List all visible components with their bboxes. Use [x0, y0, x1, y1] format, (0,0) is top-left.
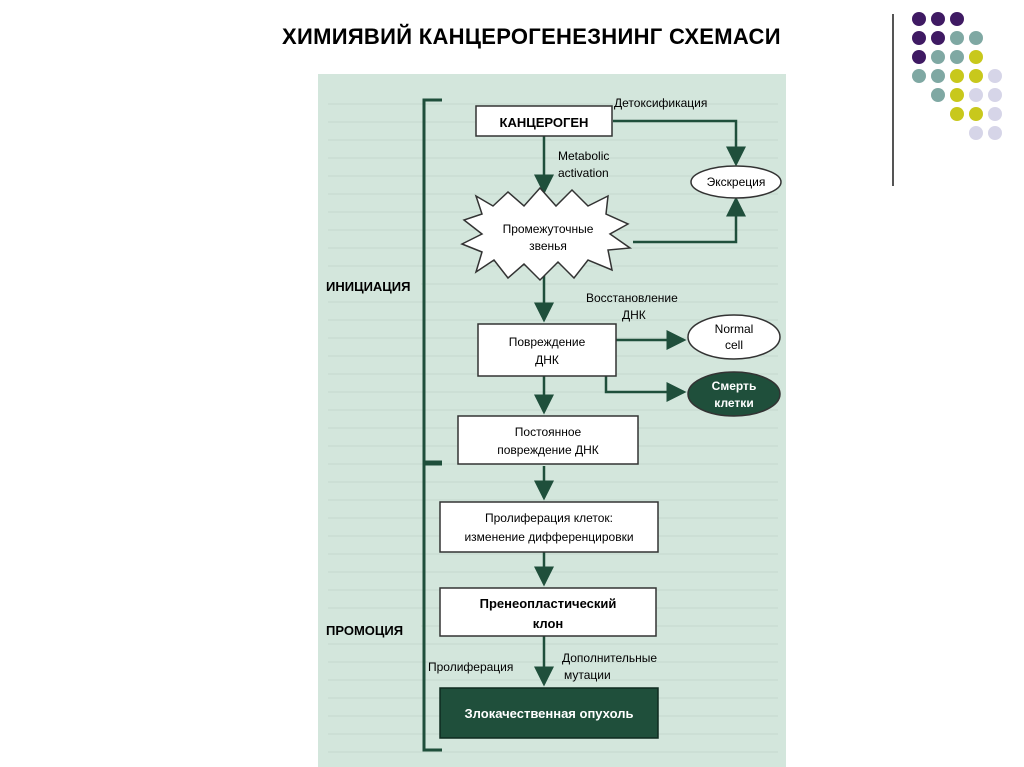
decor-dot: [950, 69, 964, 83]
decor-dot: [988, 126, 1002, 140]
decor-dot: [950, 31, 964, 45]
dna-damage-text-line1: Повреждение: [509, 335, 586, 349]
decor-dot: [969, 69, 983, 83]
arrow-detox-to-excretion: [613, 119, 746, 167]
metabolic-label-line1: Metabolic: [558, 149, 609, 163]
preneoplastic-box: [439, 587, 657, 637]
decor-dot: [969, 50, 983, 64]
malignant-box: [439, 687, 659, 739]
normal-cell-text-line2: cell: [725, 338, 743, 352]
decor-dot: [931, 69, 945, 83]
decor-dot: [912, 50, 926, 64]
decor-dot: [969, 126, 983, 140]
preneoplastic-text-line1: Пренеопластический: [480, 596, 617, 611]
additional-mutations-line2: мутации: [564, 668, 611, 682]
decor-dot: [988, 69, 1002, 83]
slide-title: ХИМИЯВИЙ КАНЦЕРОГЕНЕЗНИНГ СХЕМАСИ: [282, 24, 781, 49]
normal-cell-ellipse: [687, 314, 781, 360]
repair-label-line2: ДНК: [622, 308, 646, 322]
decor-dot: [969, 31, 983, 45]
carcinogen-text: КАНЦЕРОГЕН: [500, 115, 589, 130]
permanent-damage-box: [457, 415, 639, 465]
proliferation-text-line2: изменение дифференцировки: [464, 530, 633, 544]
decor-dot: [950, 12, 964, 26]
initiation-label-bg: [321, 274, 421, 296]
decor-dot: [931, 50, 945, 64]
decor-dot: [969, 107, 983, 121]
proliferation-text-line1: Пролиферация клеток:: [485, 511, 613, 525]
intermediate-starburst: [460, 186, 633, 282]
decor-dot: [931, 31, 945, 45]
intermediate-text-line2: звенья: [529, 239, 567, 253]
normal-cell-text-line1: Normal: [715, 322, 754, 336]
additional-mutations-line1: Дополнительные: [562, 651, 657, 665]
intermediate-text-line1: Промежуточные: [503, 222, 594, 236]
decor-dot: [912, 69, 926, 83]
excretion-ellipse: [690, 165, 782, 199]
decor-dot: [931, 88, 945, 102]
title-divider: [892, 14, 894, 186]
preneoplastic-text-line2: клон: [533, 616, 564, 631]
proliferation-box: [439, 501, 659, 553]
cell-death-text-line1: Смерть: [712, 379, 757, 393]
decor-dot: [950, 88, 964, 102]
decor-dot: [950, 107, 964, 121]
repair-label-line1: Восстановление: [586, 291, 678, 305]
permanent-damage-text-line1: Постоянное: [515, 425, 582, 439]
promotion-label: ПРОМОЦИЯ: [326, 623, 403, 638]
cell-death-text-line2: клетки: [714, 396, 753, 410]
decorative-dot-grid: [912, 12, 1012, 162]
metabolic-label-line2: activation: [558, 166, 609, 180]
promotion-label-bg: [321, 619, 421, 641]
malignant-text: Злокачественная опухоль: [465, 706, 634, 721]
decor-dot: [912, 12, 926, 26]
arrow-damage-to-cell-death: [604, 376, 687, 402]
decor-dot: [912, 31, 926, 45]
decor-dot: [988, 107, 1002, 121]
arrow-intermediate-to-excretion: [633, 196, 746, 244]
initiation-label: ИНИЦИАЦИЯ: [326, 279, 411, 294]
cell-death-ellipse: [687, 371, 781, 417]
dna-damage-box: [477, 323, 617, 377]
detox-label: Детоксификация: [614, 96, 707, 110]
carcinogenesis-diagram: ИНИЦИАЦИЯ ПРОМОЦИЯ КАНЦЕРОГЕН Промежуточ…: [318, 74, 786, 767]
permanent-damage-text-line2: повреждение ДНК: [497, 443, 599, 457]
decor-dot: [931, 12, 945, 26]
initiation-bracket: [422, 98, 442, 464]
excretion-text: Экскреция: [707, 175, 766, 189]
dna-damage-text-line2: ДНК: [535, 353, 559, 367]
carcinogen-box: [475, 105, 613, 137]
decor-dot: [969, 88, 983, 102]
decor-dot: [988, 88, 1002, 102]
decor-dot: [950, 50, 964, 64]
proliferation-label: Пролиферация: [428, 660, 513, 674]
promotion-bracket: [422, 462, 442, 752]
